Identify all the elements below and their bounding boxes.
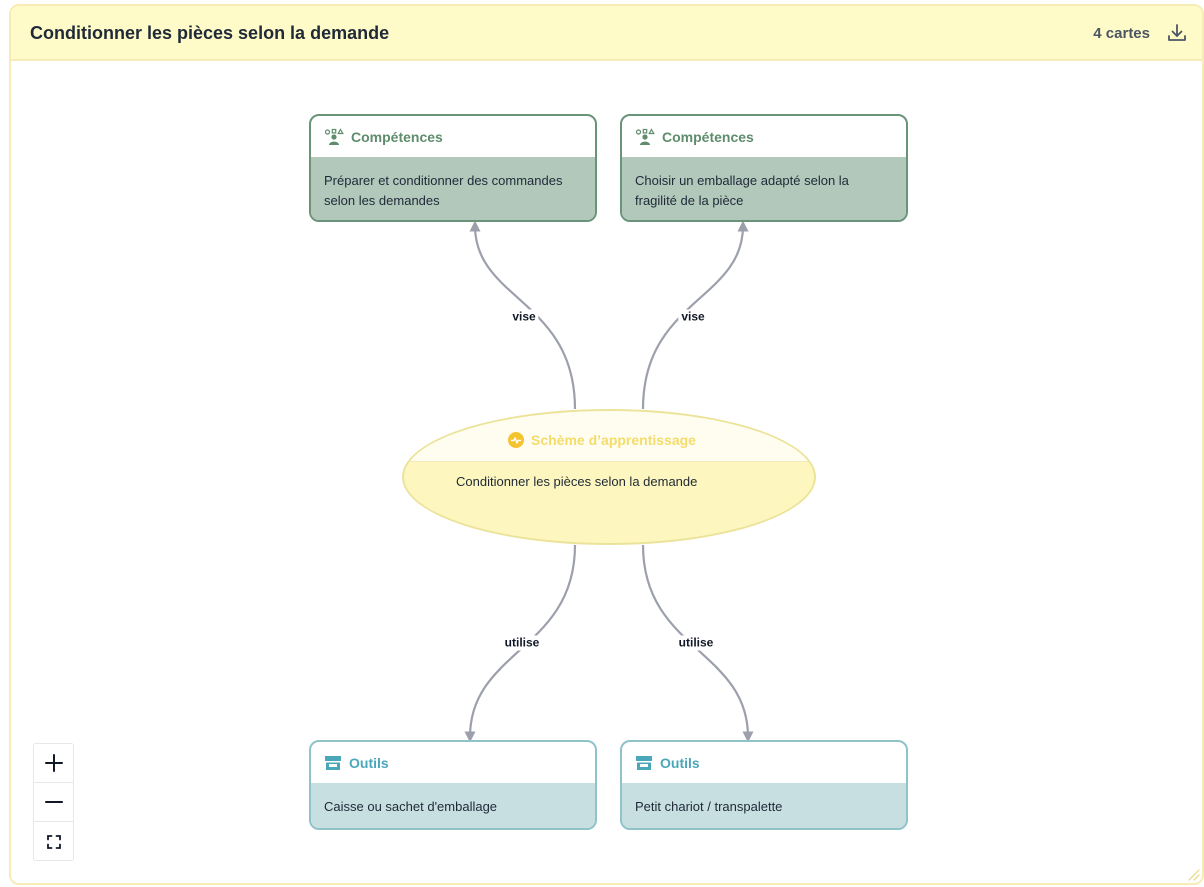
skills-icon: [324, 127, 344, 145]
zoom-out-button[interactable]: [34, 783, 73, 822]
card-header: Outils: [311, 742, 595, 783]
card-text-line: fragilité de la pièce: [635, 193, 744, 208]
card-type-label: Compétences: [662, 128, 754, 145]
outil-card-2[interactable]: Outils Petit chariot / transpalette: [620, 740, 908, 830]
panel-title: Conditionner les pièces selon la demande: [30, 23, 390, 43]
scheme-text: Conditionner les pièces selon la demande: [456, 474, 698, 489]
card-type-label: Outils: [349, 754, 389, 771]
edge-vise-left: [469, 220, 577, 410]
card-text-line: selon les demandes: [324, 193, 440, 208]
zoom-controls: [33, 743, 74, 861]
scheme-title-text: Schème d’apprentissage: [531, 432, 696, 448]
competence-card-2[interactable]: Compétences Choisir un emballage adapté …: [620, 114, 908, 222]
card-text-line: Petit chariot / transpalette: [635, 799, 783, 814]
card-body: Caisse ou sachet d'emballage: [311, 783, 595, 828]
card-header: Compétences: [622, 116, 906, 157]
zoom-in-button[interactable]: [34, 744, 73, 783]
skills-icon: [635, 127, 655, 145]
card-text-line: Caisse ou sachet d'emballage: [324, 799, 498, 814]
card-body: Petit chariot / transpalette: [622, 783, 906, 828]
card-type-label: Outils: [660, 754, 700, 771]
scheme-node[interactable]: Schème d’apprentissage Conditionner les …: [402, 409, 816, 545]
edge-label-vise-left: vise: [509, 309, 539, 325]
fit-view-button[interactable]: [34, 822, 73, 861]
resize-handle-icon[interactable]: [1186, 867, 1200, 881]
plus-icon: [44, 754, 63, 772]
download-button[interactable]: [1166, 22, 1188, 44]
card-body: Choisir un emballage adapté selon la fra…: [622, 157, 906, 220]
card-text-line: Préparer et conditionner des commandes: [324, 173, 563, 188]
panel-header: Conditionner les pièces selon la demande…: [11, 6, 1202, 61]
toolbox-icon: [325, 755, 341, 770]
outil-card-1[interactable]: Outils Caisse ou sachet d'emballage: [309, 740, 597, 830]
card-type-label: Compétences: [351, 128, 443, 145]
edge-label-utilise-right: utilise: [675, 635, 717, 651]
edge-label-vise-right: vise: [678, 309, 708, 325]
minus-icon: [44, 801, 63, 803]
scheme-header: [404, 411, 814, 462]
card-count: 4 cartes: [1093, 25, 1150, 42]
edge-label-utilise-left: utilise: [501, 635, 543, 651]
download-icon: [1168, 24, 1186, 41]
card-body: Préparer et conditionner des commandes s…: [311, 157, 595, 220]
edge-vise-right: [641, 220, 749, 410]
fit-view-icon: [46, 834, 61, 849]
scheme-icon: [508, 432, 524, 448]
competence-card-1[interactable]: Compétences Préparer et conditionner des…: [309, 114, 597, 222]
card-text-line: Choisir un emballage adapté selon la: [635, 173, 849, 188]
card-header: Outils: [622, 742, 906, 783]
concept-map-panel: Conditionner les pièces selon la demande…: [9, 4, 1204, 885]
scheme-title: Schème d’apprentissage: [508, 432, 696, 448]
card-header: Compétences: [311, 116, 595, 157]
toolbox-icon: [636, 755, 652, 770]
